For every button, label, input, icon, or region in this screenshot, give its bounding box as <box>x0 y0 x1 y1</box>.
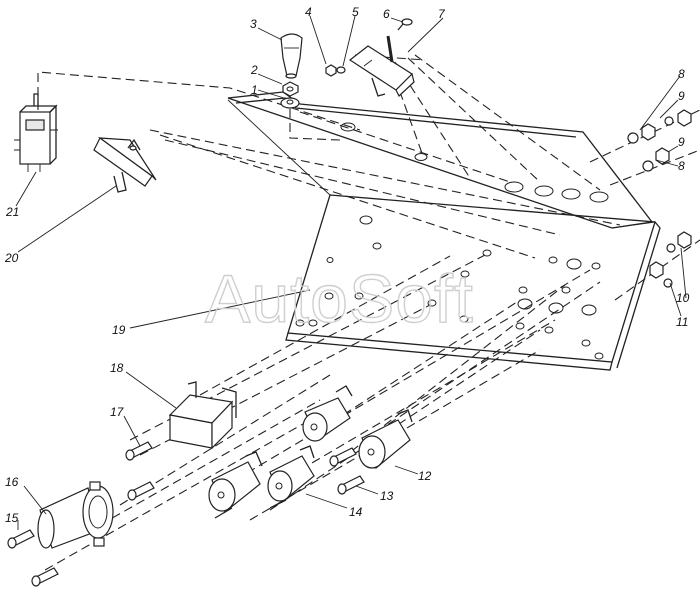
screw-bottom-left <box>31 567 59 587</box>
callout-15: 15 <box>5 511 19 525</box>
callout-11: 11 <box>676 315 688 329</box>
relay-12 <box>358 409 413 469</box>
callout-20: 20 <box>4 251 19 265</box>
callout-5: 5 <box>352 5 359 19</box>
relay-lower-left <box>208 451 263 519</box>
callout-17: 17 <box>110 405 125 419</box>
callout-12: 12 <box>418 469 432 483</box>
relay-upper-center <box>302 385 353 442</box>
callout-18: 18 <box>110 361 124 375</box>
callout-labels: 1 2 3 4 5 6 7 8 9 9 8 10 11 12 13 14 15 … <box>4 5 690 525</box>
screw-15 <box>7 529 35 549</box>
screw-17 <box>125 441 153 461</box>
screw-13 <box>337 475 365 495</box>
callout-16: 16 <box>5 475 19 489</box>
relay-18 <box>168 381 237 450</box>
callout-6: 6 <box>383 7 390 21</box>
screws <box>7 441 365 587</box>
small-nut-washer <box>325 64 346 77</box>
callout-9-lower: 9 <box>678 135 685 149</box>
callout-14: 14 <box>349 505 363 519</box>
knob-assembly <box>280 33 303 109</box>
callout-13: 13 <box>380 489 394 503</box>
screw-mid-left <box>127 481 155 501</box>
callout-2: 2 <box>250 63 258 77</box>
mounting-panel <box>227 91 661 371</box>
callout-4: 4 <box>305 5 312 19</box>
callout-8-top: 8 <box>678 67 685 81</box>
mount-bracket-20 <box>93 137 157 193</box>
callout-9-top: 9 <box>678 89 685 103</box>
right-fasteners <box>627 109 692 288</box>
callout-19: 19 <box>112 323 126 337</box>
callout-21: 21 <box>5 205 19 219</box>
callout-8-lower: 8 <box>678 159 685 173</box>
callout-10: 10 <box>676 291 690 305</box>
callout-3: 3 <box>250 17 257 31</box>
relay-bodies <box>208 385 413 519</box>
toggle-switch-21 <box>14 93 58 172</box>
callout-7: 7 <box>438 7 446 21</box>
switch-bracket-7 <box>348 35 415 97</box>
callout-1: 1 <box>251 83 258 97</box>
socket-16 <box>37 481 114 549</box>
leader-lines <box>15 15 687 530</box>
relay-14 <box>267 445 315 509</box>
screw-center <box>329 447 357 467</box>
watermark-text: AutoSoft <box>205 261 474 337</box>
